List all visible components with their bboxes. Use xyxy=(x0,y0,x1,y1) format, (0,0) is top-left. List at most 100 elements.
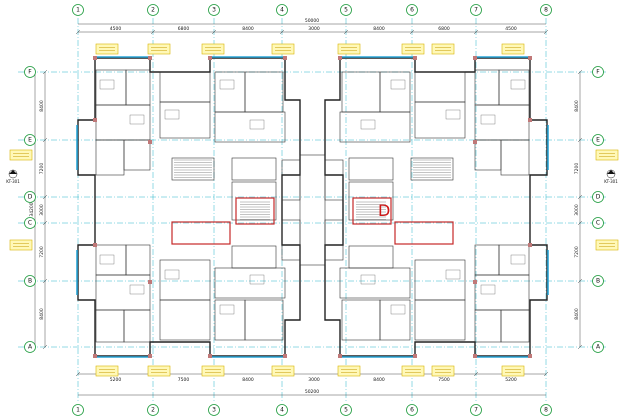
grid-bubble xyxy=(540,404,552,416)
grid-bubble-label: C xyxy=(28,220,32,227)
room xyxy=(159,71,211,103)
room xyxy=(123,309,151,343)
dimension-tick xyxy=(150,29,156,35)
room xyxy=(348,157,394,181)
structural-column xyxy=(528,354,532,358)
dimension-total-label: 50200 xyxy=(305,389,319,395)
room xyxy=(410,157,454,181)
grid-bubble-label: 6 xyxy=(410,7,414,14)
furniture xyxy=(390,79,406,90)
apartment-tag xyxy=(271,365,295,377)
grid-bubble xyxy=(276,404,288,416)
dimension-label: 8400 xyxy=(242,26,254,32)
grid-bubble xyxy=(592,217,604,229)
grid-bubble xyxy=(406,404,418,416)
grid-bubble xyxy=(340,404,352,416)
grid-bubble-label: E xyxy=(28,137,32,144)
grid-bubble-label: F xyxy=(596,69,600,76)
room xyxy=(341,299,381,341)
room xyxy=(324,219,344,261)
dimension-label: 8400 xyxy=(242,377,254,383)
grid-bubble-label: C xyxy=(596,220,600,227)
furniture xyxy=(360,274,376,285)
grid-bubble xyxy=(592,66,604,78)
room xyxy=(95,244,127,276)
apartment-tag xyxy=(337,43,361,55)
room xyxy=(95,139,125,176)
structural-column xyxy=(208,56,212,60)
room xyxy=(394,221,454,245)
furniture xyxy=(445,109,461,120)
dimension-tick xyxy=(409,29,415,35)
dimension-tick xyxy=(577,137,583,143)
room xyxy=(414,259,466,301)
apartment-tag xyxy=(501,365,525,377)
dimension-label: 3000 xyxy=(39,204,45,216)
dimension-tick xyxy=(75,371,81,377)
room xyxy=(379,71,411,113)
room xyxy=(414,71,466,103)
room xyxy=(214,71,246,113)
grid-bubble xyxy=(24,134,36,146)
structural-column xyxy=(93,354,97,358)
room xyxy=(95,69,127,106)
grid-bubble-label: 5 xyxy=(344,407,348,414)
dimension-label: 8400 xyxy=(39,100,45,112)
room xyxy=(414,101,466,139)
dimension-tick xyxy=(42,344,48,350)
grid-bubble-label: 8 xyxy=(544,7,548,14)
structural-column xyxy=(208,354,212,358)
grid-bubble-label: 3 xyxy=(212,7,216,14)
furniture xyxy=(510,254,526,265)
dimension-label: 8400 xyxy=(574,100,580,112)
core-outline xyxy=(171,221,231,245)
room xyxy=(171,221,231,245)
dimension-tick xyxy=(577,194,583,200)
dimension-tick xyxy=(577,69,583,75)
dimension-label: 7200 xyxy=(574,163,580,175)
grid-bubble-label: D xyxy=(596,194,601,201)
grid-bubble xyxy=(592,275,604,287)
dimension-tick xyxy=(42,220,48,226)
grid-bubble xyxy=(24,217,36,229)
dimension-tick xyxy=(42,278,48,284)
room xyxy=(214,299,246,341)
apartment-tag xyxy=(9,149,33,161)
grid-bubble-label: 4 xyxy=(280,407,284,414)
structural-column xyxy=(93,118,97,122)
structural-column xyxy=(338,354,342,358)
room xyxy=(474,244,500,276)
room xyxy=(324,159,344,201)
structural-column xyxy=(473,280,477,284)
dimension-tick xyxy=(343,29,349,35)
grid-bubble-label: 7 xyxy=(474,7,478,14)
apartment-tag xyxy=(147,365,171,377)
apartment-tag xyxy=(271,43,295,55)
structural-column xyxy=(528,56,532,60)
grid-bubble xyxy=(72,4,84,16)
furniture xyxy=(129,114,145,125)
grid-bubble xyxy=(592,191,604,203)
furniture xyxy=(480,114,496,125)
room xyxy=(125,244,151,276)
room xyxy=(171,157,215,181)
structural-column xyxy=(528,243,532,247)
room xyxy=(474,69,500,106)
structural-column xyxy=(148,354,152,358)
structural-column xyxy=(473,354,477,358)
apartment-tags xyxy=(9,43,619,377)
structural-column xyxy=(93,243,97,247)
apartment-tag xyxy=(431,365,455,377)
room xyxy=(498,69,530,106)
room xyxy=(231,245,277,269)
apartment-tag xyxy=(201,365,225,377)
room xyxy=(348,181,394,221)
structural-column xyxy=(473,56,477,60)
structural-column xyxy=(148,280,152,284)
room xyxy=(231,157,277,181)
room xyxy=(474,104,530,141)
dimension-tick xyxy=(75,29,81,35)
grid-bubble-label: 1 xyxy=(76,7,80,14)
room xyxy=(159,259,211,301)
